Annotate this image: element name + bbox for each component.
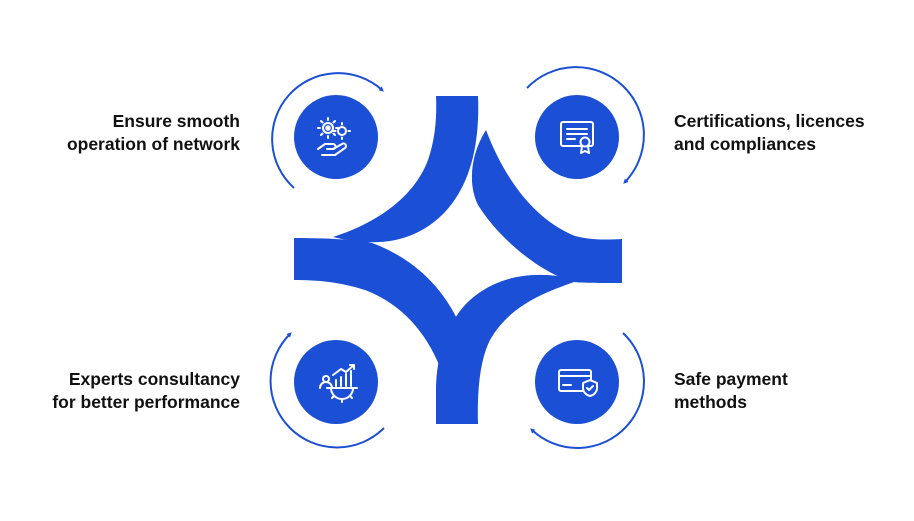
- label-line: Experts consultancy: [68, 369, 240, 389]
- arc-left: [294, 238, 463, 392]
- consultant-chart-icon: [319, 364, 358, 403]
- certificate-icon: [560, 121, 594, 154]
- label-line: methods: [674, 392, 747, 412]
- label-line: and compliances: [674, 134, 816, 154]
- arc-bottom: [436, 274, 580, 424]
- label-top-right: Certifications, licences and compliances: [674, 110, 865, 156]
- arrow-top-right: [526, 66, 645, 184]
- label-bottom-right: Safe payment methods: [674, 368, 788, 414]
- cycle-arrows: [269, 66, 645, 449]
- label-line: Safe payment: [674, 369, 788, 389]
- label-line: operation of network: [66, 134, 240, 154]
- secure-card-icon: [558, 369, 598, 397]
- arrow-bottom-left: [269, 332, 385, 449]
- arc-right: [471, 130, 622, 283]
- gears-hand-icon: [317, 117, 351, 156]
- arc-top: [333, 96, 479, 243]
- circle-top-left: [294, 95, 378, 179]
- central-four-arc-shape: [294, 96, 622, 424]
- circle-top-right: [535, 95, 619, 179]
- arrow-top-left: [271, 72, 384, 189]
- label-line: Ensure smooth: [112, 111, 240, 131]
- label-line: for better performance: [52, 392, 240, 412]
- label-bottom-left: Experts consultancy for better performan…: [52, 368, 240, 414]
- circle-bottom-right: [535, 340, 619, 424]
- label-line: Certifications, licences: [674, 111, 865, 131]
- arrow-bottom-right: [530, 332, 645, 449]
- label-top-left: Ensure smooth operation of network: [67, 110, 240, 156]
